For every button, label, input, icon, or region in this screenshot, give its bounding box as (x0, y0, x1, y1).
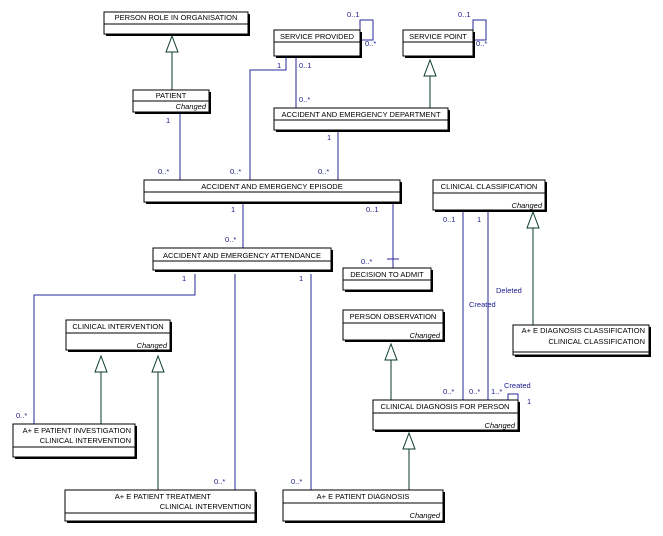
patient-sub: Changed (176, 102, 207, 111)
entity-clinical-diagnosis: CLINICAL DIAGNOSIS FOR PERSON Changed (372, 399, 520, 432)
ae-department-title: ACCIDENT AND EMERGENCY DEPARTMENT (281, 110, 440, 119)
entity-service-provided: SERVICE PROVIDED (273, 29, 362, 58)
label-deleted: Deleted (496, 286, 522, 295)
entity-clinical-intervention: CLINICAL INTERVENTION Changed (65, 319, 172, 352)
entity-clinical-classification: CLINICAL CLASSIFICATION Changed (432, 179, 547, 212)
card-dept-sp-many: 0..* (299, 95, 310, 104)
ae-treatment-title: A+ E PATIENT TREATMENT (115, 492, 212, 501)
relationship-name-labels: Created Deleted Created (469, 286, 531, 390)
ae-diag-class-title: A+ E DIAGNOSIS CLASSIFICATION (522, 326, 645, 335)
entity-ae-patient-investigation: A+ E PATIENT INVESTIGATION CLINICAL INTE… (12, 423, 137, 459)
attendance-investigation-relationship (33, 274, 196, 424)
card-att-many: 0..* (225, 235, 236, 244)
clinical-intervention-triangle-b (151, 354, 165, 373)
card-spt-self-top: 0..1 (458, 10, 471, 19)
clinical-classification-triangle (526, 210, 540, 229)
card-ep-sp-many: 0..* (230, 167, 241, 176)
cardinality-labels: 0..1 0..* 0..1 0..* 1 0..1 0..* 1 0..* 0… (16, 10, 531, 486)
ae-treatment-title2: CLINICAL INTERVENTION (160, 502, 251, 511)
service-provided-title: SERVICE PROVIDED (280, 32, 355, 41)
card-ep-patient-many: 0..* (158, 167, 169, 176)
card-cc-01: 0..1 (443, 215, 456, 224)
card-cdp-many-a: 0..* (443, 387, 454, 396)
card-dept-1: 1 (327, 133, 331, 142)
patient-title: PATIENT (156, 91, 187, 100)
card-sp-dept-01: 0..1 (299, 61, 312, 70)
card-cc-1: 1 (477, 215, 481, 224)
clinical-intervention-sub: Changed (137, 341, 168, 350)
entity-service-point: SERVICE POINT (402, 29, 475, 58)
ae-investigation-title: A+ E PATIENT INVESTIGATION (23, 426, 131, 435)
ae-diag-class-title2: CLINICAL CLASSIFICATION (548, 337, 645, 346)
entity-ae-patient-diagnosis: A+ E PATIENT DIAGNOSIS Changed (282, 489, 445, 523)
label-created: Created (469, 300, 496, 309)
decision-to-admit-title: DECISION TO ADMIT (350, 270, 424, 279)
card-ep-01: 0..1 (366, 205, 379, 214)
clinical-classification-sub: Changed (512, 201, 543, 210)
clinical-intervention-title: CLINICAL INTERVENTION (72, 322, 163, 331)
service-point-title: SERVICE POINT (409, 32, 467, 41)
card-dta-many: 0..* (361, 257, 372, 266)
card-sp-self-bottom: 0..* (365, 39, 376, 48)
person-observation-sub: Changed (410, 331, 441, 340)
entity-patient: PATIENT Changed (132, 89, 211, 114)
card-sp-ep-1: 1 (277, 61, 281, 70)
clinical-classification-title: CLINICAL CLASSIFICATION (441, 182, 538, 191)
person-role-title: PERSON ROLE IN ORGANISATION (115, 13, 238, 22)
ae-investigation-title2: CLINICAL INTERVENTION (40, 436, 131, 445)
entity-person-role: PERSON ROLE IN ORGANISATION (103, 11, 250, 36)
person-role-triangle (165, 34, 179, 53)
service-provided-self-relationship (359, 19, 374, 41)
ae-patient-diagnosis-sub: Changed (410, 511, 441, 520)
person-observation-title: PERSON OBSERVATION (350, 312, 437, 321)
relationship-lines (33, 19, 520, 490)
card-patient-1: 1 (166, 116, 170, 125)
card-ep-1: 1 (231, 205, 235, 214)
person-observation-triangle (384, 342, 398, 361)
entity-person-observation: PERSON OBSERVATION Changed (342, 309, 445, 342)
card-treat-many: 0..* (214, 477, 225, 486)
card-ep-dept-many: 0..* (318, 167, 329, 176)
label-created-self: Created (504, 381, 531, 390)
clinical-diagnosis-title: CLINICAL DIAGNOSIS FOR PERSON (381, 402, 510, 411)
entity-ae-attendance: ACCIDENT AND EMERGENCY ATTENDANCE (152, 247, 333, 272)
clinical-diagnosis-sub: Changed (485, 421, 516, 430)
service-point-self-relationship (472, 19, 487, 41)
generalisation-lines (94, 34, 540, 490)
entity-ae-department: ACCIDENT AND EMERGENCY DEPARTMENT (273, 107, 450, 132)
entity-ae-diagnosis-classification: A+ E DIAGNOSIS CLASSIFICATION CLINICAL C… (512, 324, 651, 357)
entity-ae-patient-treatment: A+ E PATIENT TREATMENT CLINICAL INTERVEN… (64, 489, 257, 523)
card-spt-self-bottom: 0..* (476, 39, 487, 48)
ae-patient-diagnosis-title: A+ E PATIENT DIAGNOSIS (317, 492, 410, 501)
entity-decision-to-admit: DECISION TO ADMIT (342, 267, 433, 292)
card-att-1a: 1 (182, 274, 186, 283)
card-sp-self-top: 0..1 (347, 10, 360, 19)
card-cdp-self-1: 1 (527, 397, 531, 406)
ae-attendance-title: ACCIDENT AND EMERGENCY ATTENDANCE (163, 251, 321, 260)
card-att-1b: 1 (299, 274, 303, 283)
service-point-triangle (423, 58, 437, 77)
card-inv-many: 0..* (16, 411, 27, 420)
card-cdp-many-b: 0..* (469, 387, 480, 396)
service-provided-episode-relationship (249, 58, 287, 180)
ae-episode-title: ACCIDENT AND EMERGENCY EPISODE (201, 182, 342, 191)
clinical-intervention-triangle-a (94, 354, 108, 373)
card-cdp-many-c: 1..* (491, 387, 502, 396)
card-diag-many: 0..* (291, 477, 302, 486)
entity-ae-episode: ACCIDENT AND EMERGENCY EPISODE (143, 179, 402, 204)
clinical-diagnosis-triangle (402, 431, 416, 450)
